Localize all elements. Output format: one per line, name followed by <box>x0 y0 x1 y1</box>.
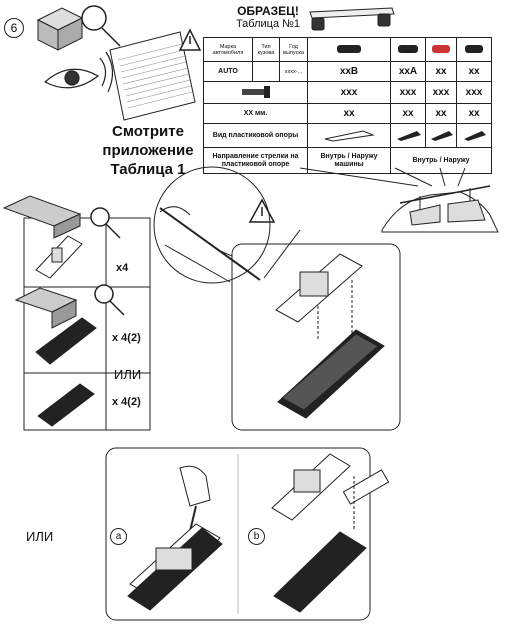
assembly-frame <box>231 243 401 431</box>
car-icon <box>299 167 499 233</box>
sample-title: ОБРАЗЕЦ! <box>237 4 299 18</box>
warning-icon-2 <box>248 198 276 223</box>
eye-icon <box>43 51 114 93</box>
bolt-icon-cell <box>203 81 308 104</box>
warning-icon <box>178 28 202 51</box>
auto-cell-2: ххА <box>390 61 426 82</box>
col-body-type: Тип кузова <box>252 37 280 62</box>
sample-spec-table: Марка автомобиля Тип кузова Год выпуска … <box>203 37 492 174</box>
mm-cell-1: хх <box>307 103 391 124</box>
qty-label-3: x 4(2) <box>112 396 141 408</box>
xxx-cell-3: ххх <box>425 81 457 104</box>
reference-sheet-icon <box>109 31 196 121</box>
foot-with-pad-b-icon <box>271 453 390 613</box>
mm-label: XX мм. <box>203 103 308 124</box>
see-appendix-line-2: приложение <box>102 142 194 159</box>
arrow-direction-value-1: Внутрь / Наружу машины <box>307 147 391 174</box>
see-appendix-line-1: Смотрите <box>112 123 184 140</box>
qty-label-1: x4 <box>116 262 129 274</box>
col-car-brand: Марка автомобиля <box>203 37 253 62</box>
or-label-1: ИЛИ <box>114 367 142 382</box>
option-a-marker: a <box>110 528 127 545</box>
option-b-marker: b <box>248 528 265 545</box>
support-icon-cell-2 <box>390 123 426 148</box>
support-icon-cell-1 <box>307 123 391 148</box>
mm-cell-3: хх <box>425 103 457 124</box>
roof-rail-foot-icon <box>309 7 395 31</box>
support-icon-cell-3 <box>425 123 457 148</box>
xxx-cell-1: ххх <box>307 81 391 104</box>
or-label-2: ИЛИ <box>26 529 54 544</box>
xxx-cell-2: ххх <box>390 81 426 104</box>
arrow-direction-value-2: Внутрь / Наружу <box>390 147 492 174</box>
arrow-direction-label: Направление стрелки на пластиковой опоре <box>203 147 308 174</box>
bottom-frame <box>105 447 371 621</box>
step-number: 6 <box>4 18 24 38</box>
foot-assembly-icon <box>275 253 385 419</box>
mm-cell-4: хх <box>456 103 492 124</box>
rubber-pad-icon <box>35 317 97 427</box>
auto-brand: AUTO <box>203 61 253 82</box>
auto-body-icon <box>252 61 280 82</box>
left-panel-frame <box>23 217 151 431</box>
rail-detail-magnified <box>153 166 301 284</box>
see-appendix-text: Смотрите приложение Таблица 1 <box>88 122 208 179</box>
support-icon-cell-4 <box>456 123 492 148</box>
qty-label-2: x 4(2) <box>112 332 141 344</box>
mm-cell-2: хх <box>390 103 426 124</box>
car-side-icon-cell <box>307 37 391 62</box>
package-box-icon <box>36 7 84 51</box>
auto-cell-3: хх <box>425 61 457 82</box>
magnifier-icon <box>81 5 121 47</box>
auto-cell-4: хх <box>456 61 492 82</box>
car-side-icon-cell-4 <box>456 37 492 62</box>
col-year: Год выпуска <box>279 37 308 62</box>
see-appendix-line-3: Таблица 1 <box>110 161 186 178</box>
support-type-label: Вид пластиковой опоры <box>203 123 308 148</box>
sample-subtitle: Таблица №1 <box>235 18 301 30</box>
car-side-icon-cell-3 <box>425 37 457 62</box>
xxx-cell-4: ххх <box>456 81 492 104</box>
adapter-foot-icon <box>35 235 83 279</box>
auto-year: хххх-... <box>279 61 308 82</box>
car-side-icon-cell-2 <box>390 37 426 62</box>
auto-cell-1: ххВ <box>307 61 391 82</box>
magnifier-icon-2 <box>90 207 125 316</box>
foot-with-pad-a-icon <box>127 523 223 611</box>
